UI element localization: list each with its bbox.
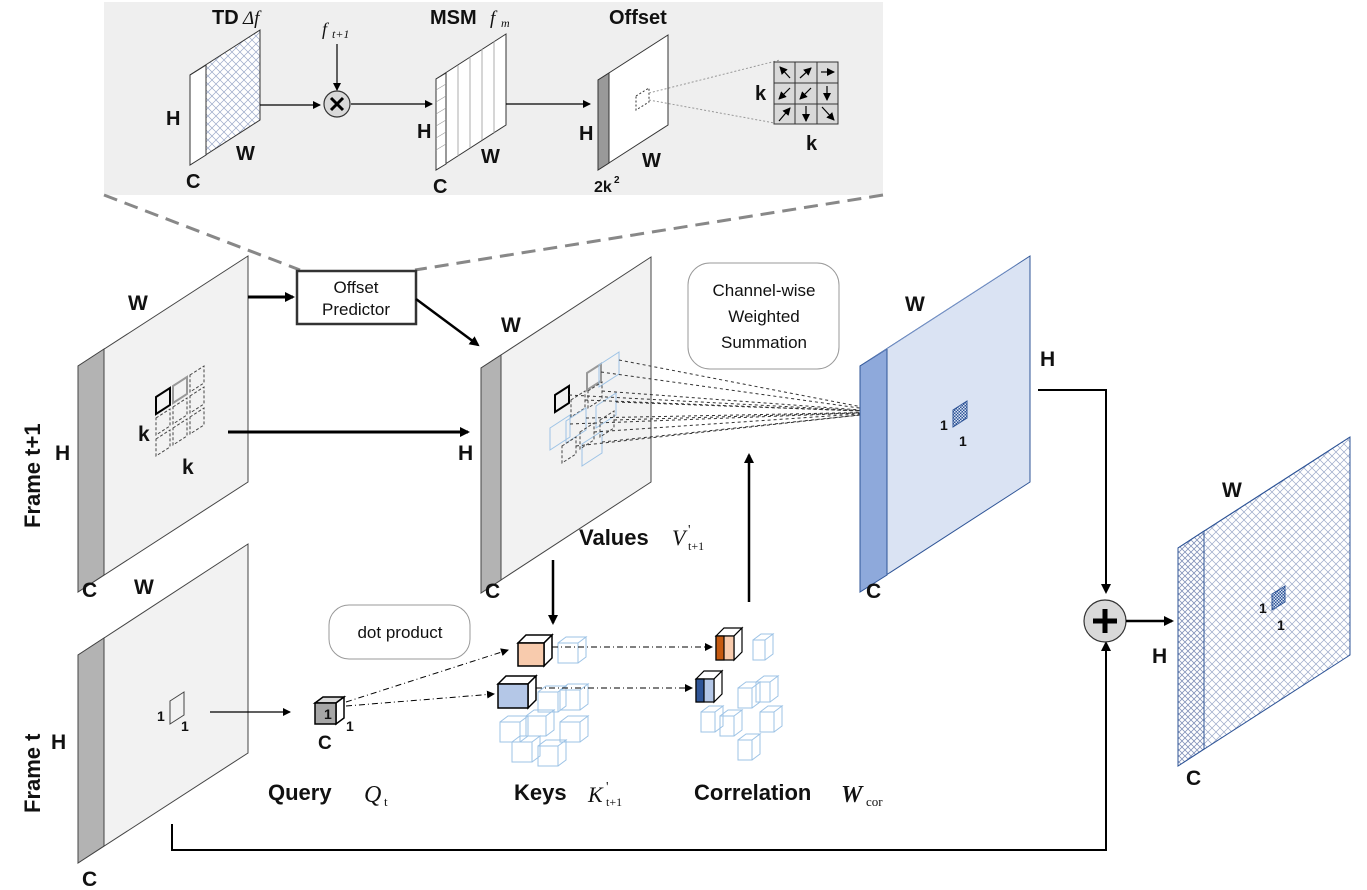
channel-box-line1: Channel-wise xyxy=(713,281,816,300)
output-h: H xyxy=(1152,645,1167,668)
dot-product-box xyxy=(328,604,471,660)
output-one-b: 1 xyxy=(1277,617,1285,633)
correlation-label: Correlation xyxy=(694,780,811,805)
offset-w: W xyxy=(642,150,661,172)
aggregated-c: C xyxy=(866,580,881,603)
offset-predictor-line1: Offset xyxy=(333,278,378,297)
keys-subscript: t+1 xyxy=(606,795,622,809)
frame-t1-feature xyxy=(77,255,249,593)
values-c: C xyxy=(485,580,500,603)
query-one-a: 1 xyxy=(324,706,332,722)
inset-panel: TD Δf H W C f t+1 MSM f xyxy=(103,2,884,272)
correlation-cluster xyxy=(694,626,784,761)
frame-t-feature xyxy=(77,543,249,864)
values-h: H xyxy=(458,442,473,465)
frame-t1-c: C xyxy=(82,579,97,602)
msm-symbol: f xyxy=(490,8,498,29)
output-c: C xyxy=(1186,767,1201,790)
offset-predictor-box xyxy=(295,269,418,326)
add-icon xyxy=(1083,599,1127,643)
offset-map xyxy=(597,34,669,171)
td-label: TD xyxy=(212,7,239,29)
frame-t-w: W xyxy=(134,576,154,599)
msm-w: W xyxy=(481,146,500,168)
td-h: H xyxy=(166,108,180,130)
td-feature-map xyxy=(189,29,261,166)
query-symbol: Q xyxy=(364,782,381,808)
kernel-k-vertical: k xyxy=(755,83,767,105)
offset-predictor-line2: Predictor xyxy=(322,300,390,319)
keys-symbol: K xyxy=(587,782,604,807)
values-prime: ' xyxy=(688,523,691,538)
msm-subscript: m xyxy=(501,16,510,30)
output-w: W xyxy=(1222,479,1242,502)
values-symbol: V xyxy=(672,525,688,550)
aggregated-one-b: 1 xyxy=(959,433,967,449)
dot-product-label: dot product xyxy=(357,623,442,642)
aggregated-w: W xyxy=(905,293,925,316)
td-w: W xyxy=(236,143,255,165)
query-one-b: 1 xyxy=(346,718,354,734)
query-subscript: t xyxy=(384,794,388,809)
frame-t1-w: W xyxy=(128,292,148,315)
zoom-line-right xyxy=(414,193,884,272)
values-feature xyxy=(480,256,652,594)
frame-t1-k-h: k xyxy=(182,456,194,479)
output-one-a: 1 xyxy=(1259,600,1267,616)
values-w: W xyxy=(501,314,521,337)
fan-lines xyxy=(568,359,889,447)
channel-wise-box xyxy=(687,262,840,370)
correlation-symbol: W xyxy=(841,782,864,808)
frame-t-c: C xyxy=(82,868,97,890)
frame-t1-side-label: Frame t+1 xyxy=(20,423,45,528)
msm-label: MSM xyxy=(430,7,477,29)
frame-t-h: H xyxy=(51,731,66,754)
offset-label: Offset xyxy=(609,7,667,29)
offset-c: 2k xyxy=(594,179,612,196)
frame-t-one-a: 1 xyxy=(157,708,165,724)
kernel-offset-grid xyxy=(773,61,839,125)
td-c: C xyxy=(186,171,200,193)
channel-box-line2: Weighted xyxy=(728,307,800,326)
frame-t1-h: H xyxy=(55,442,70,465)
keys-label: Keys xyxy=(514,780,567,805)
kernel-k-horizontal: k xyxy=(806,133,818,155)
msm-c: C xyxy=(433,176,447,198)
msm-h: H xyxy=(417,121,431,143)
frame-t-side-label: Frame t xyxy=(20,733,45,813)
query-cube xyxy=(312,695,347,726)
td-symbol: Δf xyxy=(242,8,262,29)
output-feature xyxy=(1177,436,1351,767)
ft1-symbol: f xyxy=(322,19,330,39)
ft1-subscript: t+1 xyxy=(332,27,349,41)
frame-t-one-b: 1 xyxy=(181,718,189,734)
values-label: Values xyxy=(579,525,649,550)
keys-cluster xyxy=(496,633,590,767)
channel-box-line3: Summation xyxy=(721,333,807,352)
values-subscript: t+1 xyxy=(688,539,704,553)
frame-t1-k-v: k xyxy=(138,423,150,446)
query-c: C xyxy=(318,733,332,754)
aggregated-h: H xyxy=(1040,348,1055,371)
msm-feature-map xyxy=(435,33,507,171)
correlation-subscript: cor xyxy=(866,794,883,809)
aggregated-one-a: 1 xyxy=(940,417,948,433)
aggregated-feature xyxy=(859,255,1031,593)
multiply-icon xyxy=(323,90,351,118)
offset-h: H xyxy=(579,123,593,145)
query-label: Query xyxy=(268,780,332,805)
keys-prime: ' xyxy=(606,780,609,795)
offset-c-sup: 2 xyxy=(614,175,620,186)
zoom-line-left xyxy=(103,193,301,272)
